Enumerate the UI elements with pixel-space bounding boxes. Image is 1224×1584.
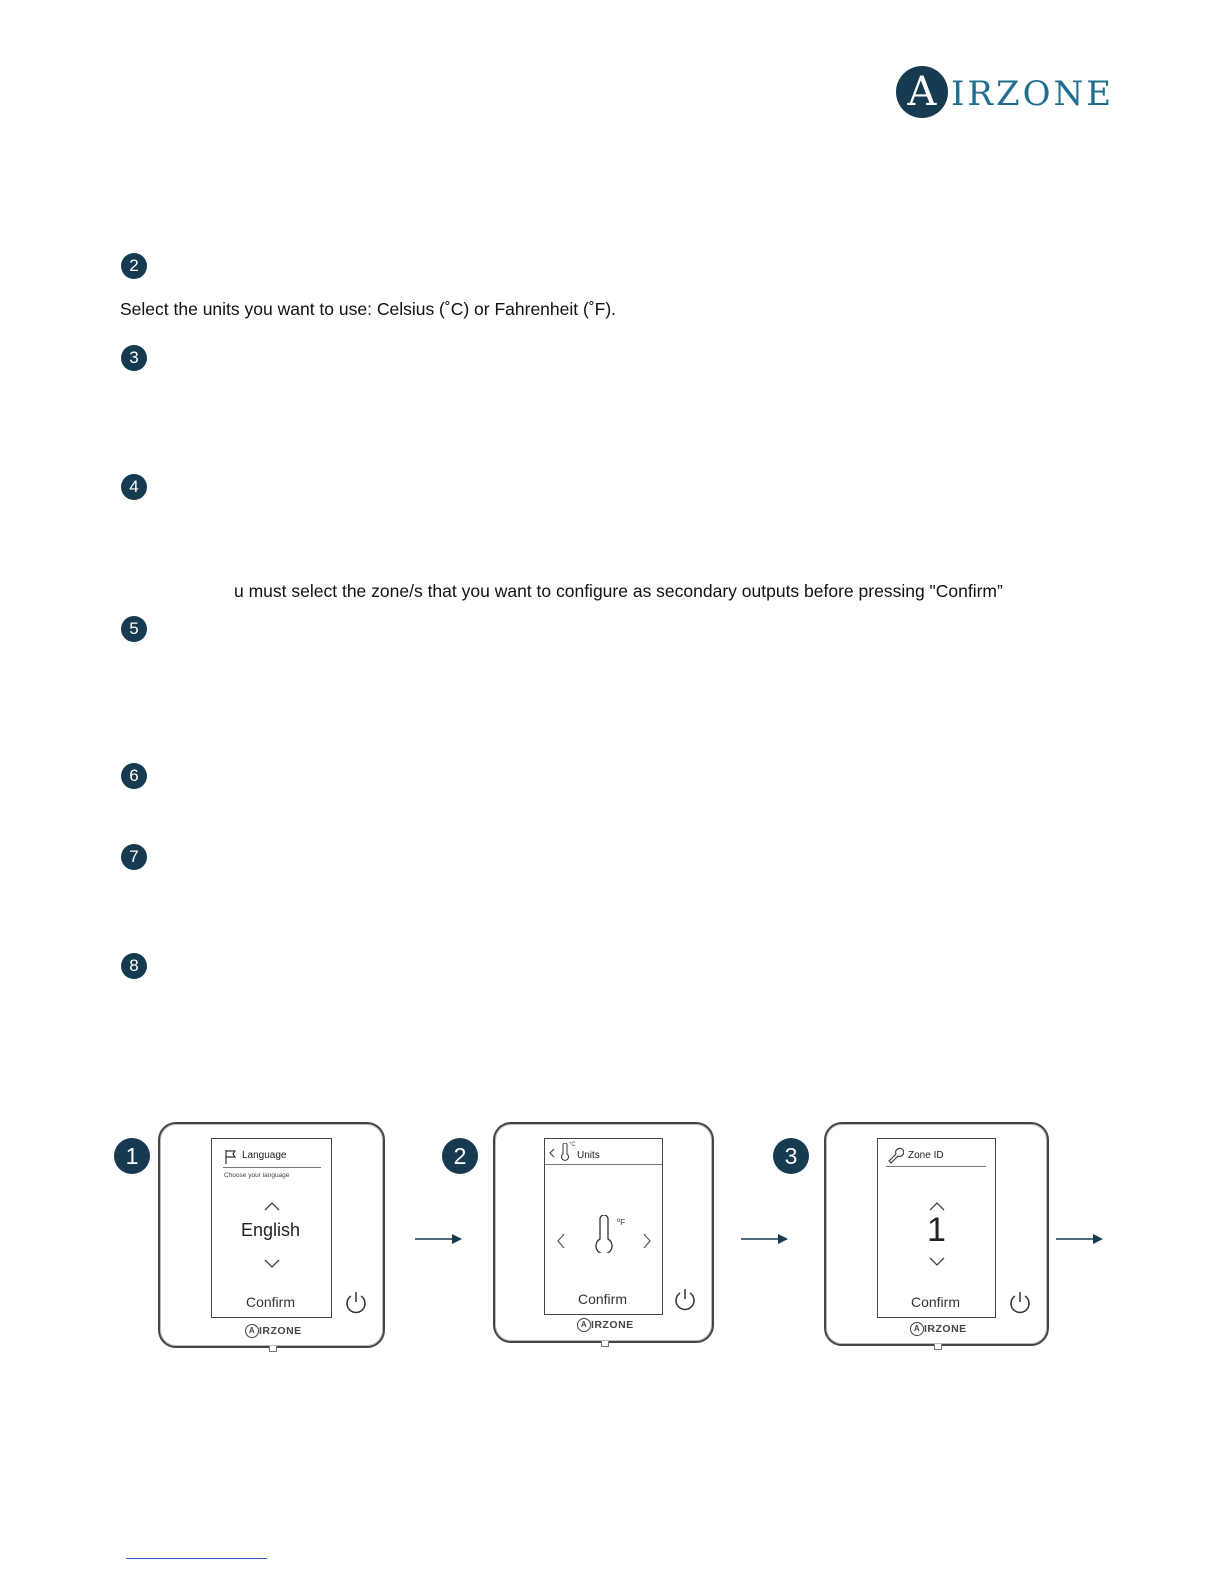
brand-mark-icon: A xyxy=(245,1324,259,1338)
chevron-up-icon[interactable] xyxy=(264,1201,280,1211)
footer-link-underline[interactable] xyxy=(126,1558,267,1559)
screen-subtitle: Choose your language xyxy=(224,1172,290,1179)
zones-note: u must select the zone/s that you want t… xyxy=(234,581,1003,601)
screen-title: Zone ID xyxy=(908,1150,944,1161)
step-badge-8: 8 xyxy=(121,953,147,979)
logo-mark: A xyxy=(896,66,948,118)
step-badge-6: 6 xyxy=(121,763,147,789)
chevron-left-icon[interactable] xyxy=(548,1148,556,1158)
step-badge-2: 2 xyxy=(121,253,147,279)
device-badge-3: 3 xyxy=(773,1138,809,1174)
brand-mark-icon: A xyxy=(577,1318,591,1332)
unit-small: °C xyxy=(569,1142,576,1148)
thermometer-icon xyxy=(595,1215,613,1253)
arrow-right-icon xyxy=(415,1234,462,1244)
step-badge-7: 7 xyxy=(121,844,147,870)
step-badge-5: 5 xyxy=(121,616,147,642)
chevron-left-icon[interactable] xyxy=(556,1233,566,1249)
arrow-right-icon xyxy=(1056,1234,1103,1244)
screen-units: °C Units ºF Confirm xyxy=(544,1138,663,1315)
screen-divider xyxy=(545,1164,662,1165)
wrench-icon xyxy=(888,1147,904,1164)
chevron-down-icon[interactable] xyxy=(929,1257,945,1267)
chevron-up-icon[interactable] xyxy=(929,1201,945,1211)
screen-divider xyxy=(223,1167,321,1168)
logo-text: IRZONE xyxy=(951,74,1115,114)
device-badge-1: 1 xyxy=(114,1138,150,1174)
screen-divider xyxy=(886,1166,986,1167)
arrow-right-icon xyxy=(741,1234,788,1244)
confirm-button[interactable]: Confirm xyxy=(910,1294,960,1310)
thermostat-language: Language Choose your language English Co… xyxy=(158,1122,385,1352)
power-icon[interactable] xyxy=(344,1290,368,1316)
zone-id-value: 1 xyxy=(927,1211,946,1249)
screen-title: Units xyxy=(577,1150,600,1161)
step-badge-3: 3 xyxy=(121,345,147,371)
units-instruction: Select the units you want to use: Celsiu… xyxy=(120,299,617,319)
device-badge-2: 2 xyxy=(442,1138,478,1174)
language-value: English xyxy=(240,1220,301,1240)
screen-language: Language Choose your language English Co… xyxy=(211,1138,332,1318)
unit-label: ºF xyxy=(617,1217,626,1227)
confirm-button[interactable]: Confirm xyxy=(245,1294,295,1310)
thermometer-icon xyxy=(561,1143,569,1161)
power-icon[interactable] xyxy=(673,1287,697,1313)
flag-icon xyxy=(225,1150,237,1164)
chevron-right-icon[interactable] xyxy=(642,1233,652,1249)
screen-zone-id: Zone ID 1 Confirm xyxy=(877,1138,996,1318)
screen-title: Language xyxy=(242,1150,287,1161)
power-icon[interactable] xyxy=(1008,1290,1032,1316)
brand-mark-icon: A xyxy=(910,1322,924,1336)
chevron-down-icon[interactable] xyxy=(264,1259,280,1269)
step-badge-4: 4 xyxy=(121,474,147,500)
airzone-logo: A IRZONE xyxy=(896,66,1111,120)
confirm-button[interactable]: Confirm xyxy=(577,1291,627,1307)
